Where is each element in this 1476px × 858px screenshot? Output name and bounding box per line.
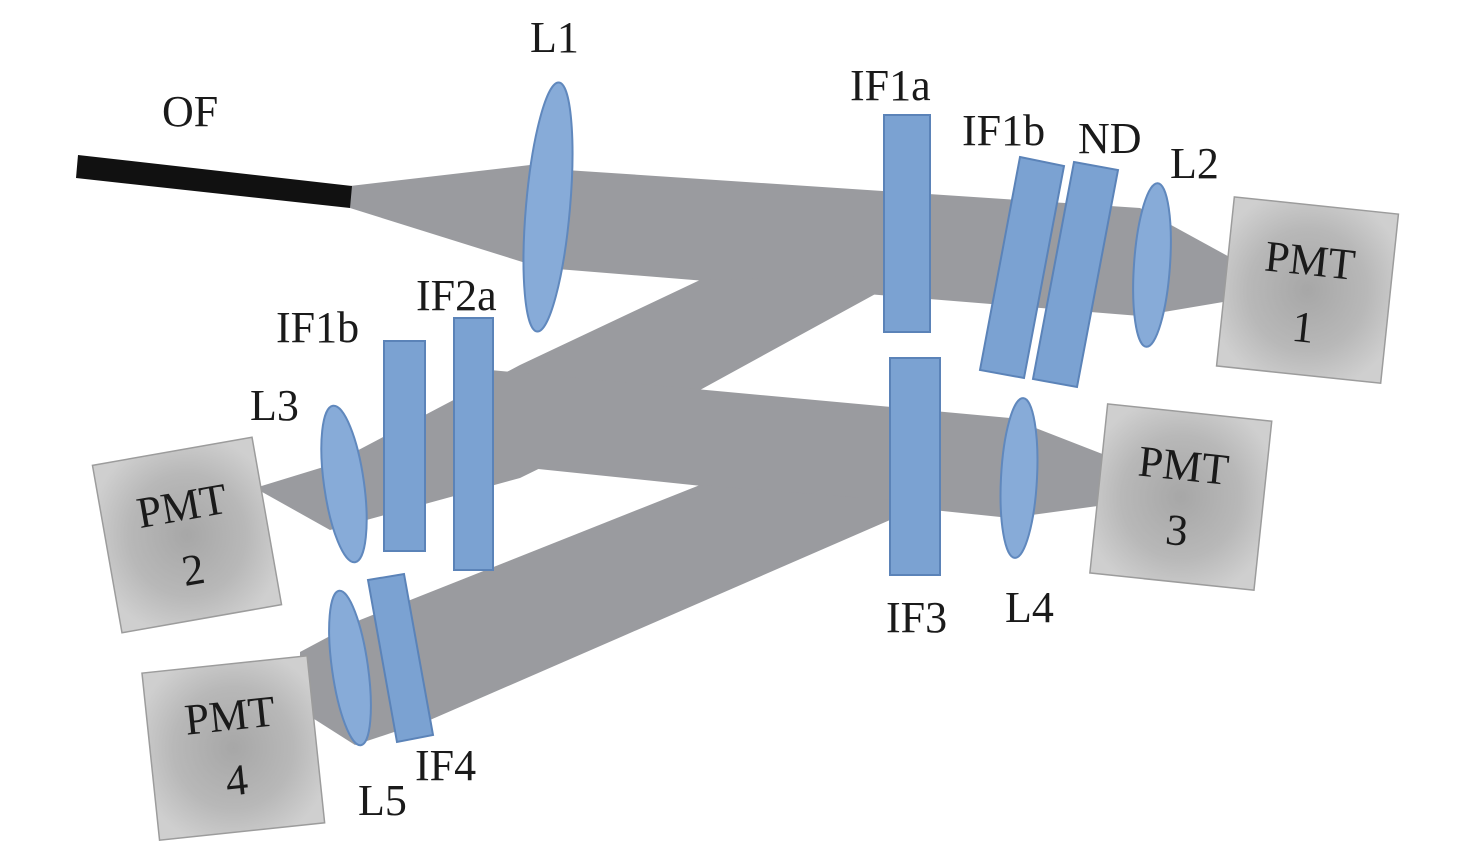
detector-pmt-1: PMT 1 [1215,196,1400,385]
label-nd: ND [1078,114,1142,163]
lens-l5 [328,589,372,747]
pmt-1-name: PMT [1263,232,1358,290]
label-l4: L4 [1005,583,1054,632]
beam-to-pmt4 [300,485,890,745]
optical-fiber [76,155,352,208]
label-l5: L5 [358,776,407,825]
label-if1a: IF1a [850,61,931,110]
filter-nd [1031,160,1120,389]
filter-if2a [453,317,494,571]
label-fiber: OF [162,87,218,136]
pmt-2-housing [91,436,283,634]
filter-if1b-left [383,340,426,552]
pmt-3-name: PMT [1136,437,1231,495]
label-if4: IF4 [415,741,476,790]
beam-fiber-to-l1 [350,165,548,270]
pmt-4-number: 4 [223,755,250,806]
pmt-3-number: 3 [1163,505,1190,556]
label-l3: L3 [250,381,299,430]
label-if3: IF3 [886,593,947,642]
pmt-1-number: 1 [1290,302,1317,353]
detector-pmt-2: PMT 2 [91,436,283,634]
label-if1b-left: IF1b [276,303,359,352]
label-if2a: IF2a [416,271,497,320]
lens-l1 [522,81,574,333]
beam-if2a-to-pmt3 [490,370,1105,518]
pmt-3-housing [1089,403,1273,592]
lens-l2 [1132,182,1172,348]
detector-pmt-4: PMT 4 [141,654,326,842]
filter-if1a [883,114,931,333]
pmt-4-name: PMT [182,687,277,745]
pmt-4-housing [141,654,326,842]
lens-l4 [999,397,1039,559]
label-l1: L1 [530,13,579,62]
lens-l3 [320,404,368,564]
label-if1b-top: IF1b [962,106,1045,155]
filter-if4 [366,572,435,744]
filter-if1b-top [978,155,1066,380]
label-l2: L2 [1170,139,1219,188]
pmt-1-housing [1215,196,1400,385]
filter-if3 [889,357,941,576]
detector-pmt-3: PMT 3 [1089,403,1273,592]
